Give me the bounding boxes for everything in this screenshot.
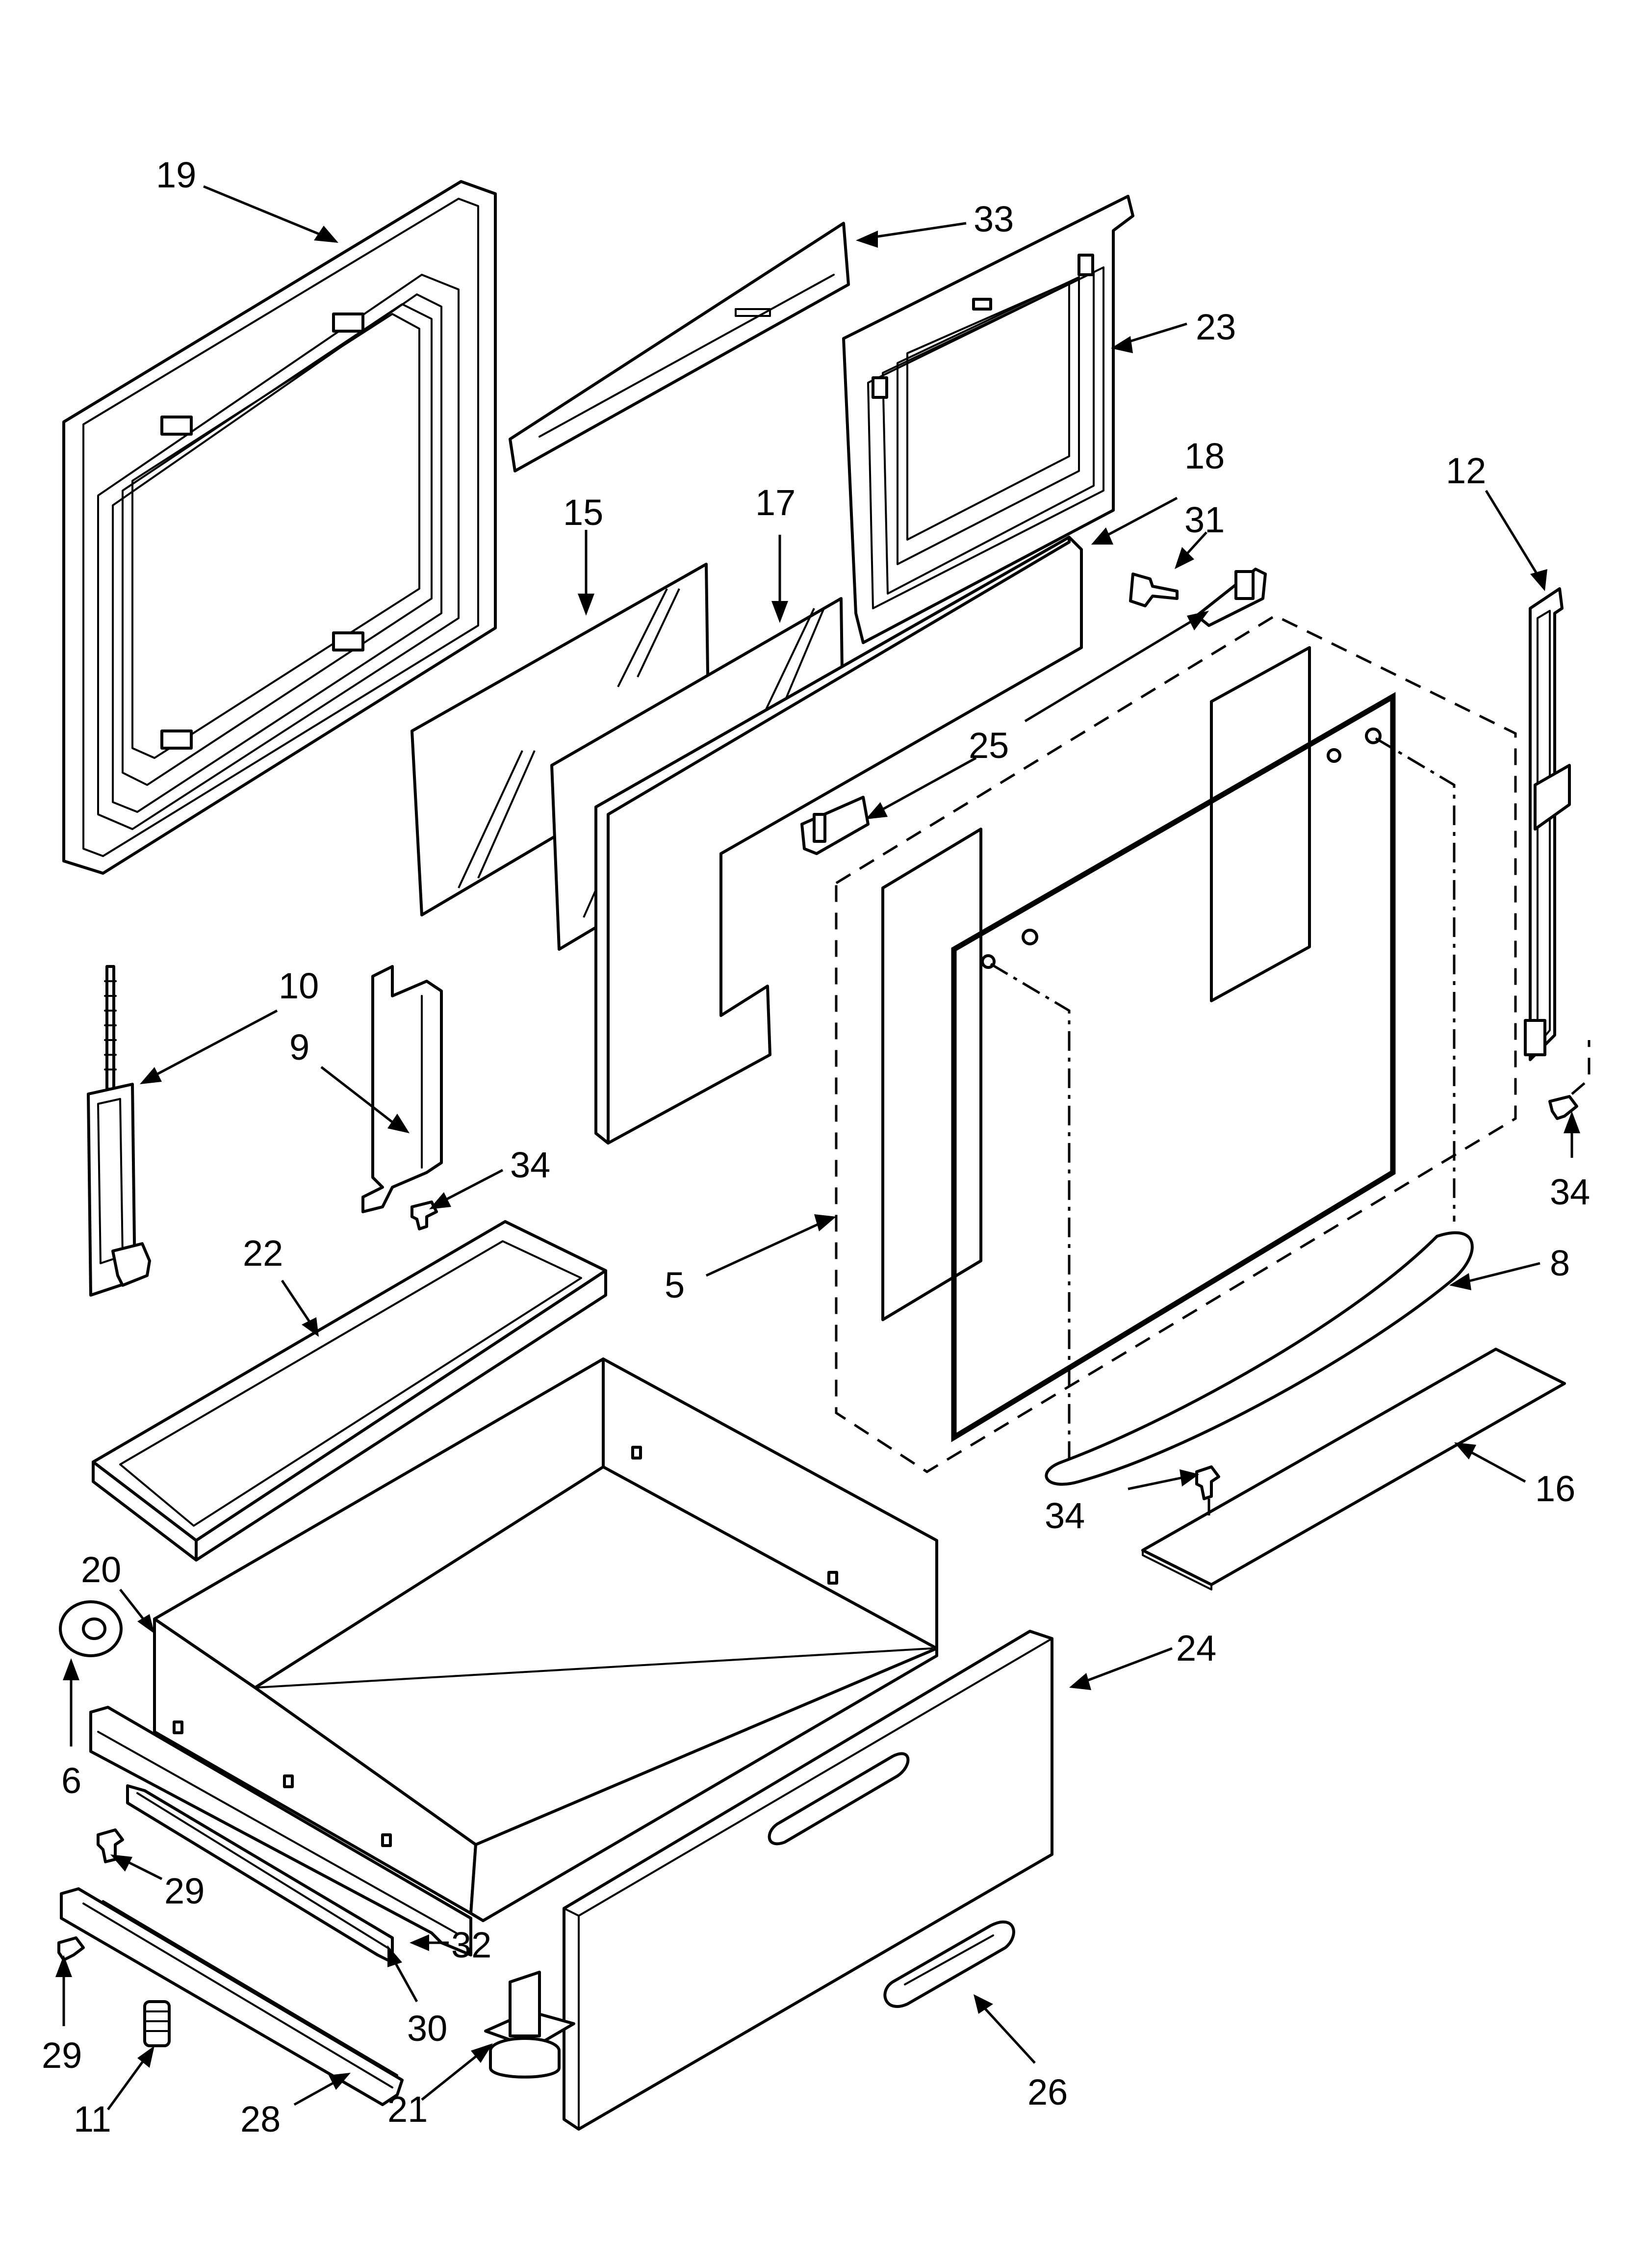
- door-assembly-outline: [835, 614, 1517, 1473]
- outer-door-panel: [62, 180, 497, 875]
- callout-21: 21: [387, 2089, 428, 2130]
- screw-34-right: [1548, 1040, 1591, 1120]
- door-gasket: [1045, 1231, 1474, 1486]
- drawer-bumper: [59, 1600, 123, 1657]
- callout-16: 16: [1535, 1468, 1575, 1509]
- drawer-bottom-panel: [1141, 1348, 1566, 1590]
- screw-29-lower: [57, 1936, 85, 1961]
- callout-23: 23: [1196, 307, 1236, 347]
- warming-drawer-top-tray: [92, 1220, 607, 1562]
- callout-8: 8: [1550, 1243, 1570, 1283]
- callout-24: 24: [1176, 1628, 1216, 1668]
- callout-34-bottom: 34: [1045, 1495, 1085, 1536]
- callout-17: 17: [755, 482, 795, 523]
- screw-34-bottom: [1195, 1465, 1220, 1526]
- callout-19: 19: [156, 155, 196, 195]
- drawer-front-panel: [563, 1630, 1053, 2131]
- callout-22: 22: [243, 1233, 283, 1274]
- callout-labels: 19 33 23 18 31 15 17 12 25 10 9 34 34 5 …: [42, 155, 1590, 2139]
- callout-6: 6: [61, 1760, 81, 1801]
- oven-door-hinge: [87, 965, 151, 1297]
- drawer-leveler: [484, 1971, 575, 2079]
- callout-15: 15: [563, 492, 603, 533]
- callout-34-right: 34: [1550, 1172, 1590, 1212]
- callout-29-lower: 29: [42, 2035, 82, 2076]
- door-top-trim: [509, 222, 850, 472]
- callout-33: 33: [974, 199, 1014, 239]
- callout-34-upper-left: 34: [510, 1145, 550, 1185]
- drawer-handle: [883, 1920, 1015, 2008]
- inner-door-liner: [842, 195, 1134, 644]
- callout-29-upper: 29: [164, 1871, 205, 1911]
- callout-31: 31: [1184, 499, 1225, 540]
- callout-30: 30: [407, 2008, 447, 2049]
- callout-25: 25: [969, 725, 1009, 766]
- warming-drawer-body: [153, 1357, 938, 1922]
- drawer-side-rail: [89, 1706, 472, 1956]
- door-handle-bracket: [361, 965, 443, 1213]
- door-hinge-bracket-right: [1524, 587, 1571, 1061]
- callout-20: 20: [81, 1549, 121, 1590]
- leader-lines: [55, 185, 1580, 2111]
- callout-11: 11: [74, 2099, 111, 2139]
- callout-18: 18: [1184, 436, 1225, 476]
- door-hinge-upper: [1129, 568, 1267, 627]
- leveling-leg: [143, 2000, 171, 2047]
- drawer-lower-rail: [60, 1887, 404, 2106]
- callout-10: 10: [279, 965, 319, 1006]
- door-inner-sheets: [881, 646, 1456, 1462]
- callout-5: 5: [665, 1265, 685, 1305]
- callout-26: 26: [1027, 2072, 1068, 2112]
- callout-9: 9: [289, 1027, 309, 1068]
- callout-28: 28: [240, 2099, 281, 2139]
- door-hinge-lower: [800, 796, 870, 855]
- callout-12: 12: [1446, 450, 1486, 491]
- door-insulation: [594, 536, 1083, 1145]
- callout-32: 32: [451, 1925, 491, 1965]
